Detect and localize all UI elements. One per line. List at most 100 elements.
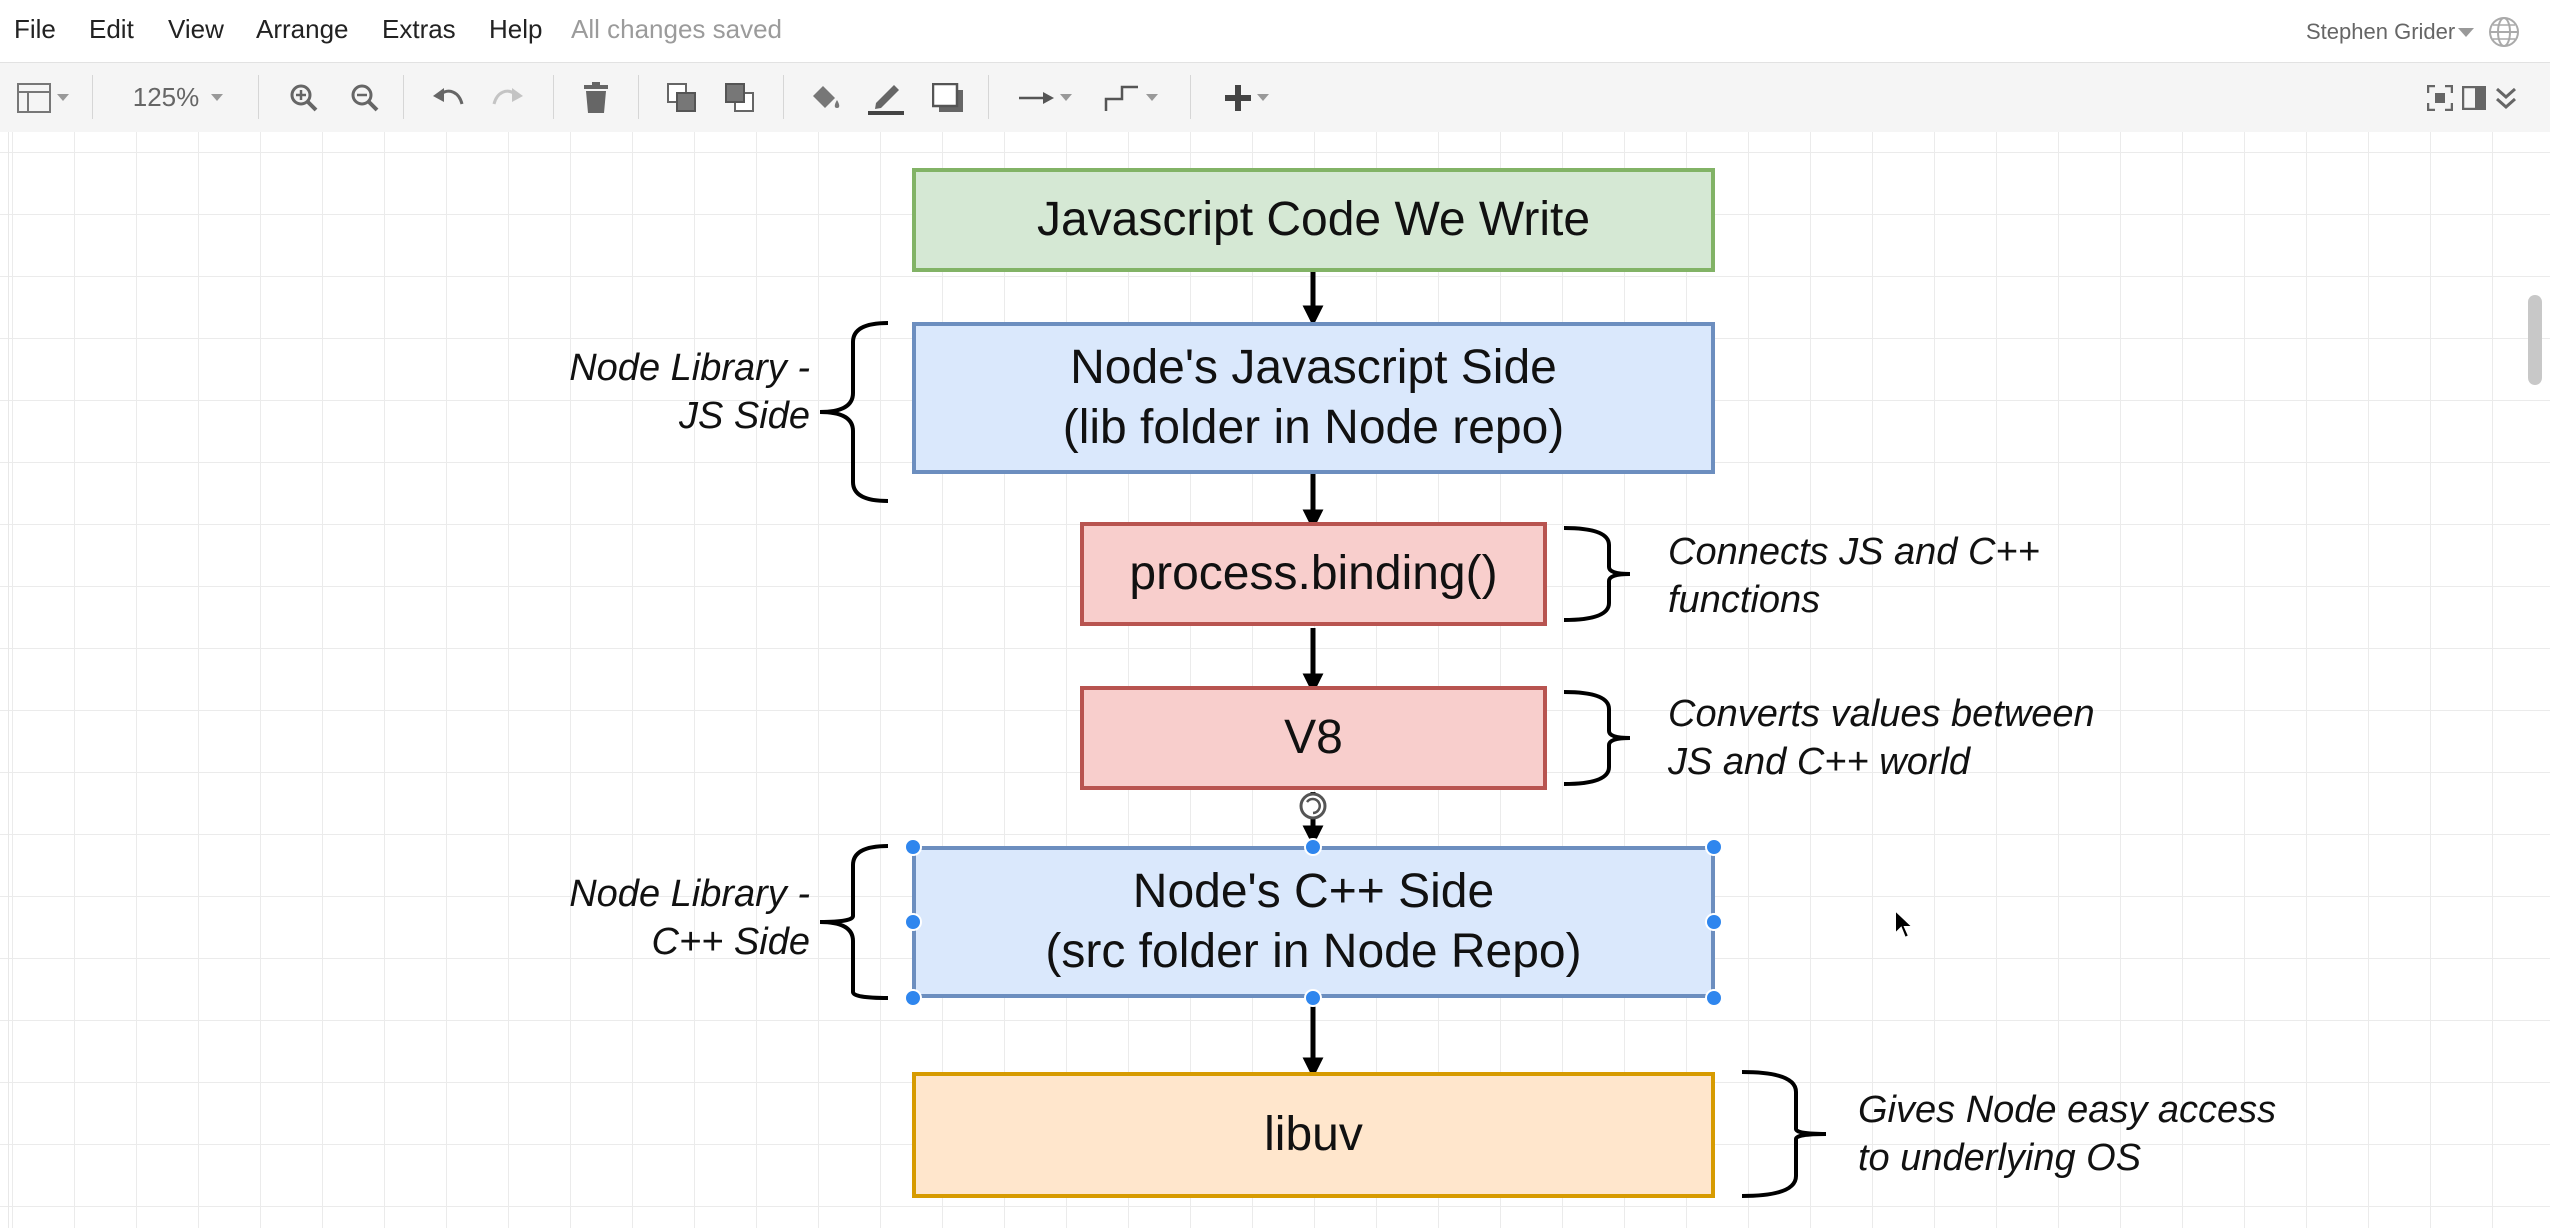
format-toggle-button[interactable] — [2458, 63, 2490, 132]
brace-node-lib-js[interactable] — [819, 321, 889, 503]
zoom-value: 125% — [132, 82, 200, 112]
user-name[interactable]: Stephen Grider — [2306, 19, 2456, 44]
chevron-down-icon — [1146, 94, 1158, 101]
waypoints-button[interactable] — [1096, 63, 1166, 132]
vertical-scrollbar[interactable] — [2528, 295, 2542, 385]
format-panel-button[interactable] — [8, 63, 78, 132]
note-converts-line1: Converts values between — [1668, 693, 2095, 735]
note-node-lib-cpp-line2: C++ Side — [651, 921, 810, 963]
toolbar-separator — [783, 75, 784, 119]
resize-handle-ne[interactable] — [1705, 838, 1723, 856]
chevron-down-icon — [1257, 94, 1269, 101]
note-node-lib-js-line2: JS Side — [679, 395, 810, 437]
note-node-lib-cpp[interactable]: Node Library - C++ Side — [569, 870, 810, 966]
note-connects-line2: functions — [1668, 579, 1821, 621]
redo-button[interactable] — [488, 63, 528, 132]
format-panel-icon — [17, 82, 51, 113]
brace-converts[interactable] — [1563, 690, 1631, 786]
to-back-button[interactable] — [720, 63, 760, 132]
menu-arrange[interactable]: Arrange — [256, 14, 349, 44]
menu-view[interactable]: View — [168, 14, 224, 44]
box-js-code[interactable]: Javascript Code We Write — [912, 168, 1715, 272]
resize-handle-sw[interactable] — [904, 989, 922, 1007]
box-libuv[interactable]: libuv — [912, 1072, 1715, 1198]
toolbar-separator — [638, 75, 639, 119]
menu-help[interactable]: Help — [489, 14, 543, 44]
note-gives-line2: to underlying OS — [1858, 1137, 2142, 1179]
delete-icon — [584, 81, 608, 113]
globe-icon[interactable] — [2488, 16, 2520, 48]
waypoints-icon — [1104, 85, 1138, 111]
save-status: All changes saved — [571, 14, 783, 44]
shadow-button[interactable] — [928, 63, 968, 132]
format-toggle-icon — [2462, 85, 2486, 110]
zoom-out-icon — [351, 84, 379, 111]
fullscreen-icon — [2427, 84, 2453, 111]
note-converts[interactable]: Converts values between JS and C++ world — [1668, 690, 2095, 786]
resize-handle-n[interactable] — [1304, 838, 1322, 856]
toolbar-separator — [258, 75, 259, 119]
brace-gives[interactable] — [1741, 1070, 1827, 1198]
line-color-button[interactable] — [866, 63, 906, 132]
chevron-down-icon — [1060, 94, 1072, 101]
to-front-button[interactable] — [662, 63, 702, 132]
toolbar-separator — [92, 75, 93, 119]
box-node-js-side-title: Node's Javascript Side — [1070, 341, 1557, 394]
connection-icon — [1019, 91, 1054, 104]
fullscreen-button[interactable] — [2424, 63, 2456, 132]
fill-color-icon — [813, 85, 840, 108]
diagram-canvas[interactable]: Javascript Code We Write Node's Javascri… — [0, 132, 2550, 1228]
to-back-icon — [725, 82, 754, 112]
box-js-code-label: Javascript Code We Write — [1036, 193, 1591, 246]
note-node-lib-js-line1: Node Library - — [569, 347, 810, 389]
note-node-lib-js[interactable]: Node Library - JS Side — [569, 344, 810, 440]
zoom-out-button[interactable] — [345, 63, 385, 132]
delete-button[interactable] — [576, 63, 616, 132]
collapse-button[interactable] — [2490, 63, 2522, 132]
chevron-down-icon — [57, 94, 69, 101]
resize-handle-w[interactable] — [904, 913, 922, 931]
menu-bar: File Edit View Arrange Extras Help All c… — [0, 0, 2550, 62]
note-connects-line1: Connects JS and C++ — [1668, 531, 2040, 573]
fill-color-button[interactable] — [806, 63, 846, 132]
menu-file[interactable]: File — [14, 14, 56, 44]
line-color-icon — [868, 84, 904, 115]
box-node-cpp-side-subtitle: (src folder in Node Repo) — [1045, 925, 1582, 978]
mouse-cursor-icon — [1894, 908, 1915, 940]
box-libuv-label: libuv — [1264, 1108, 1363, 1161]
box-node-js-side[interactable]: Node's Javascript Side (lib folder in No… — [912, 322, 1715, 474]
resize-handle-e[interactable] — [1705, 913, 1723, 931]
brace-node-lib-cpp[interactable] — [819, 844, 889, 1000]
resize-handle-se[interactable] — [1705, 989, 1723, 1007]
note-gives[interactable]: Gives Node easy access to underlying OS — [1858, 1086, 2276, 1182]
box-process-binding[interactable]: process.binding() — [1080, 522, 1547, 626]
zoom-in-button[interactable] — [284, 63, 324, 132]
connection-rotate-icon[interactable] — [1299, 792, 1327, 820]
toolbar-separator — [1190, 75, 1191, 119]
brace-connects[interactable] — [1563, 526, 1631, 622]
to-front-icon — [667, 82, 696, 112]
box-process-binding-label: process.binding() — [1129, 547, 1498, 600]
zoom-dropdown[interactable]: 125% — [118, 63, 238, 132]
resize-handle-nw[interactable] — [904, 838, 922, 856]
box-v8[interactable]: V8 — [1080, 686, 1547, 790]
connection-style-button[interactable] — [1010, 63, 1080, 132]
undo-button[interactable] — [428, 63, 468, 132]
menu-extras[interactable]: Extras — [382, 14, 456, 44]
box-node-cpp-side[interactable]: Node's C++ Side (src folder in Node Repo… — [912, 846, 1715, 998]
collapse-icon — [2496, 87, 2516, 109]
toolbar-separator — [988, 75, 989, 119]
menu-edit[interactable]: Edit — [89, 14, 134, 44]
note-converts-line2: JS and C++ world — [1668, 741, 1971, 783]
toolbar: 125% — [0, 62, 2550, 133]
user-menu-caret-icon[interactable] — [2458, 28, 2474, 37]
insert-button[interactable] — [1212, 63, 1282, 132]
undo-icon — [433, 87, 464, 104]
box-v8-label: V8 — [1284, 711, 1343, 764]
box-node-cpp-side-title: Node's C++ Side — [1132, 865, 1495, 918]
chevron-down-icon — [211, 94, 224, 101]
resize-handle-s[interactable] — [1304, 989, 1322, 1007]
toolbar-separator — [553, 75, 554, 119]
diagram-connectors — [819, 272, 1827, 1198]
note-connects[interactable]: Connects JS and C++ functions — [1668, 528, 2040, 624]
